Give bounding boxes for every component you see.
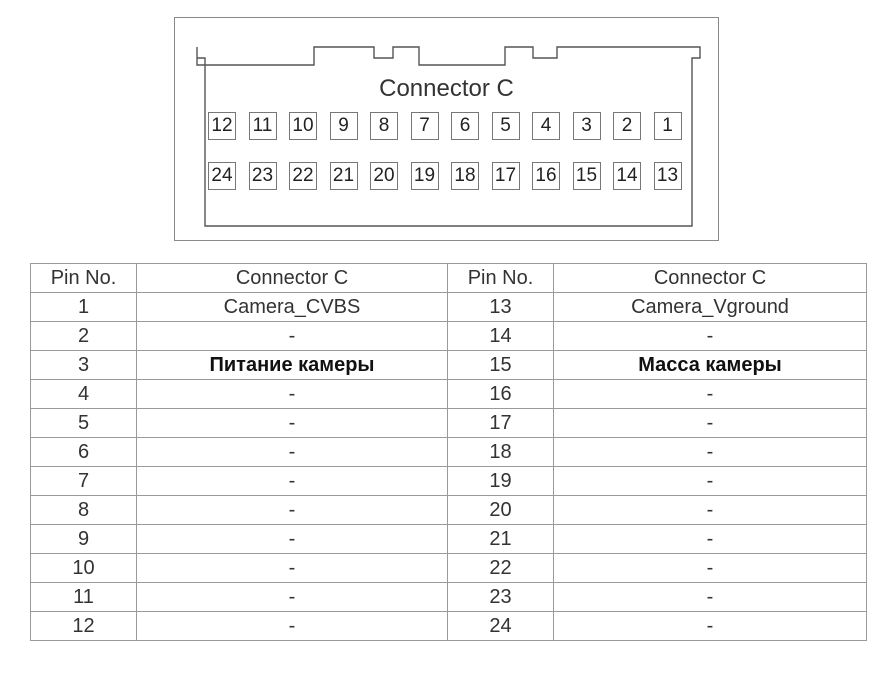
connector-title: Connector C [379,75,514,102]
signal-right: - [553,379,867,409]
signal-left: - [136,379,448,409]
pin-9: 9 [329,112,358,140]
pin-5: 5 [491,112,520,140]
pin-number-right: 21 [447,524,554,554]
pin-number-left: 2 [30,321,137,351]
table-row: 11-23- [30,582,867,612]
pin-7: 7 [410,112,439,140]
pin-8: 8 [370,112,398,140]
pin-number-right: 19 [447,466,554,496]
pin-22: 22 [289,162,317,190]
table-header-row: Pin No. Connector C Pin No. Connector C [30,263,867,293]
pin-number-left: 8 [30,495,137,525]
signal-right: - [553,437,867,467]
pin-15: 15 [572,162,601,190]
header-connector-left: Connector C [136,263,448,293]
signal-right: - [553,582,867,612]
pin-1: 1 [653,112,682,140]
signal-left: - [136,495,448,525]
pin-number-right: 17 [447,408,554,438]
signal-left: - [136,582,448,612]
pin-4: 4 [532,112,560,140]
header-pin-no-left: Pin No. [30,263,137,293]
signal-right: - [553,524,867,554]
signal-left: Питание камеры [136,350,448,380]
signal-right: - [553,408,867,438]
table-row: 10-22- [30,553,867,583]
table-row: 8-20- [30,495,867,525]
pin-number-left: 6 [30,437,137,467]
table-row: 5-17- [30,408,867,438]
pin-12: 12 [208,112,236,140]
pin-16: 16 [532,162,560,190]
table-row: 6-18- [30,437,867,467]
pin-number-left: 12 [30,611,137,641]
pin-number-left: 1 [30,292,137,322]
pin-number-left: 10 [30,553,137,583]
signal-left: - [136,524,448,554]
pin-number-left: 11 [30,582,137,612]
signal-right: - [553,466,867,496]
pin-number-right: 14 [447,321,554,351]
pinout-table: Pin No. Connector C Pin No. Connector C … [30,263,867,641]
pin-number-left: 3 [30,350,137,380]
pin-number-left: 7 [30,466,137,496]
signal-left: - [136,466,448,496]
signal-right: - [553,495,867,525]
signal-right: Camera_Vground [553,292,867,322]
signal-left: - [136,611,448,641]
signal-right: - [553,321,867,351]
signal-right: - [553,553,867,583]
pin-13: 13 [653,162,682,190]
table-row: 12-24- [30,611,867,641]
pin-18: 18 [451,162,479,190]
table-row: 2-14- [30,321,867,351]
table-row: 7-19- [30,466,867,496]
pin-2: 2 [613,112,641,140]
pin-3: 3 [572,112,601,140]
pin-number-right: 15 [447,350,554,380]
pin-24: 24 [208,162,236,190]
pin-number-right: 23 [447,582,554,612]
signal-right: - [553,611,867,641]
pin-21: 21 [329,162,358,190]
pin-11: 11 [248,112,277,140]
signal-left: - [136,437,448,467]
signal-left: Camera_CVBS [136,292,448,322]
signal-left: - [136,321,448,351]
pin-10: 10 [289,112,317,140]
signal-left: - [136,408,448,438]
pin-14: 14 [613,162,641,190]
signal-left: - [136,553,448,583]
table-row: 9-21- [30,524,867,554]
pin-number-right: 20 [447,495,554,525]
header-pin-no-right: Pin No. [447,263,554,293]
header-connector-right: Connector C [553,263,867,293]
pin-number-right: 24 [447,611,554,641]
pin-number-right: 16 [447,379,554,409]
pin-number-right: 22 [447,553,554,583]
table-row: 4-16- [30,379,867,409]
pin-number-left: 4 [30,379,137,409]
pin-number-right: 18 [447,437,554,467]
pin-20: 20 [370,162,398,190]
pin-19: 19 [410,162,439,190]
connector-housing-outline [196,46,701,227]
pin-6: 6 [451,112,479,140]
pin-17: 17 [491,162,520,190]
pin-number-right: 13 [447,292,554,322]
pin-23: 23 [248,162,277,190]
pin-number-left: 5 [30,408,137,438]
pin-number-left: 9 [30,524,137,554]
signal-right: Масса камеры [553,350,867,380]
